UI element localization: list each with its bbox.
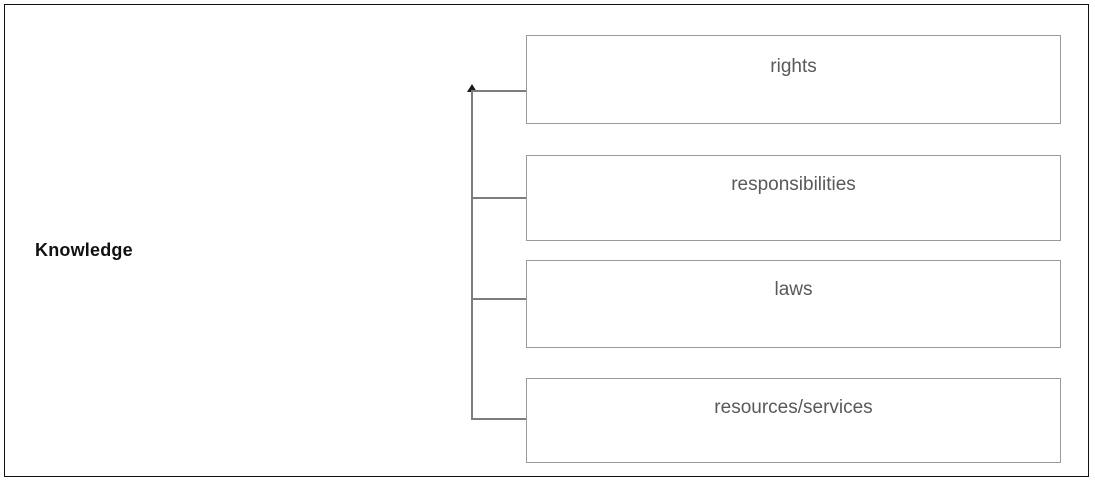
- connector-branch-rights: [471, 90, 537, 92]
- node-label-responsibilities: responsibilities: [731, 174, 856, 195]
- node-label-resources-services: resources/services: [714, 397, 873, 418]
- node-label-rights: rights: [770, 56, 817, 77]
- connector-trunk-line: [471, 90, 473, 420]
- node-label-laws: laws: [774, 279, 813, 300]
- root-node-knowledge: Knowledge: [35, 240, 133, 260]
- node-box-responsibilities[interactable]: responsibilities: [526, 155, 1061, 241]
- connector-branch-laws: [471, 298, 531, 300]
- node-box-resources-services[interactable]: resources/services: [526, 378, 1061, 463]
- arrow-up-icon: [467, 84, 477, 92]
- connector-branch-resources-services: [471, 418, 531, 420]
- node-box-rights[interactable]: rights: [526, 35, 1061, 124]
- node-box-laws[interactable]: laws: [526, 260, 1061, 348]
- connector-branch-responsibilities: [471, 197, 531, 199]
